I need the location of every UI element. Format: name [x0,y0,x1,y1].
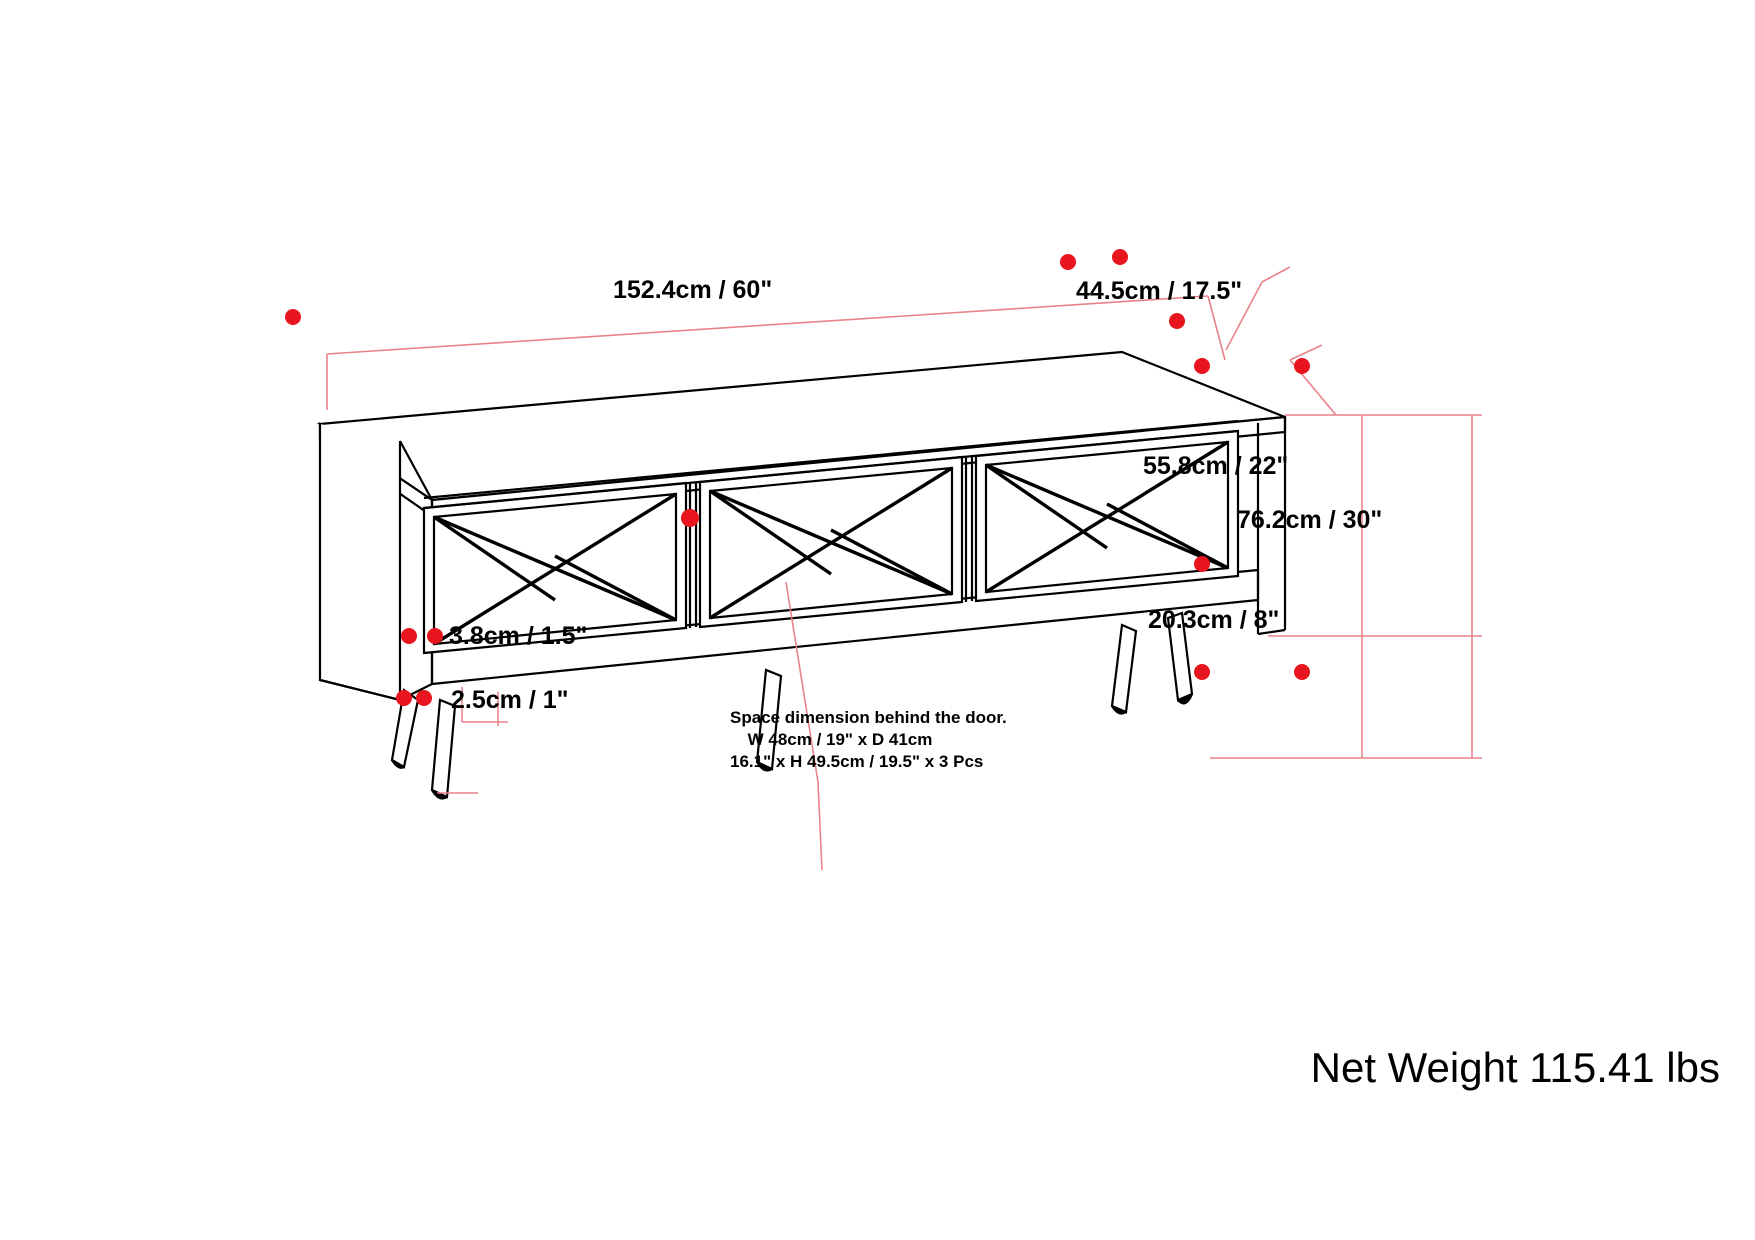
door-top-rail-2 [423,419,1239,500]
dot-height-top-inner [1194,358,1210,374]
dot-height-mid [1194,556,1210,572]
dot-leg-top-left [401,628,417,644]
height-leader-tick [1289,344,1323,361]
width-dim-line [326,295,1209,355]
depth-dim-line [1225,281,1263,351]
cabinet-height-label: 55.8cm / 22" [1143,452,1289,480]
dot-depth-inner [1169,313,1185,329]
dot-height-top-outer [1294,358,1310,374]
door-panel-right [974,429,1240,603]
depth-dimension-label: 44.5cm / 17.5" [1076,277,1243,305]
tv-stand-illustration [316,350,1287,800]
door-top-rail [423,429,1239,510]
door-panel-middle [698,455,964,629]
leg-height-label: 20.3cm / 8" [1148,606,1280,634]
width-dimension-label: 152.4cm / 60" [613,276,773,304]
net-weight-label: Net Weight 115.41 lbs [1310,1044,1720,1091]
door-space-callout: Space dimension behind the door. W 48cm … [730,707,1007,773]
total-height-label: 76.2cm / 30" [1237,506,1383,534]
annotation-dots [285,249,1310,706]
dot-leg-bottom-right [416,690,432,706]
leg-top-width-label: 3.8cm / 1.5" [449,622,588,650]
width-ext-right [1207,295,1226,361]
callout-line-2: W 48cm / 19" x D 41cm [747,730,933,749]
callout-line-1: Space dimension behind the door. [730,708,1007,727]
dot-leg-top-right [427,628,443,644]
dot-width-left [285,309,301,325]
leg-right-rear [1110,623,1138,714]
dot-callout-origin [681,509,699,527]
callout-line-3: 16.1" x H 49.5cm / 19.5" x 3 Pcs [730,752,984,771]
legs [390,611,1194,800]
callout-leader [785,581,823,871]
dot-height-bottom-inner [1194,664,1210,680]
dot-leg-bottom-left [396,690,412,706]
dot-width-right [1060,254,1076,270]
leg-bottom-width-label: 2.5cm / 1" [451,686,569,714]
dimension-annotations [326,266,1482,871]
depth-ext [1261,266,1291,283]
dot-height-bottom-outer [1294,664,1310,680]
dot-depth-outer [1112,249,1128,265]
door-panel-left [422,481,688,655]
